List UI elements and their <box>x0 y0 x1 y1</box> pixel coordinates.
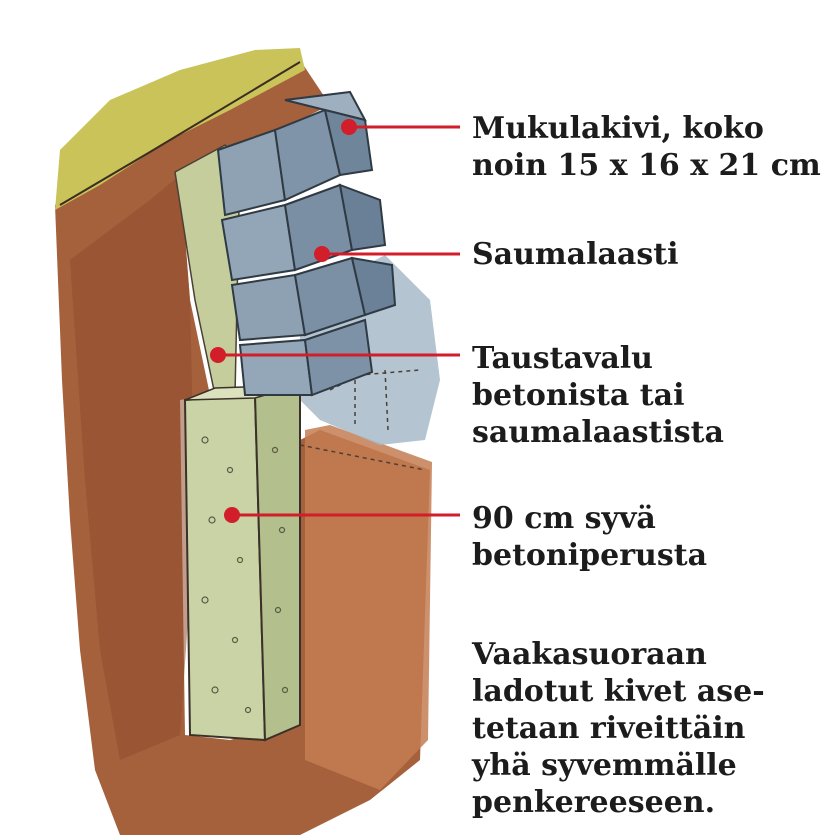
label-foundation-line-2: betoniperusta <box>472 538 708 573</box>
label-cobblestone-line-2: noin 15 x 16 x 21 cm <box>472 148 821 183</box>
caption-text: Vaakasuoraan ladotut kivet ase- tetaan r… <box>472 636 765 821</box>
label-cobblestone-line-1: Mukulakivi, koko <box>472 111 764 146</box>
soil-right <box>305 425 432 790</box>
pointer-perusta <box>224 507 460 523</box>
wall-illustration <box>55 48 460 835</box>
pointer-taustavalu <box>210 347 460 363</box>
label-joint-mortar-line-1: Saumalaasti <box>472 237 679 272</box>
label-foundation-line-1: 90 cm syvä <box>472 501 656 536</box>
caption-line-3: tetaan riveittäin <box>472 711 746 746</box>
label-cobblestone: Mukulakivi, koko noin 15 x 16 x 21 cm <box>472 110 821 184</box>
caption-line-4: yhä syvemmälle <box>472 748 737 783</box>
label-backfill-line-3: saumalaastista <box>472 415 724 450</box>
pointer-saumalaasti <box>314 246 460 262</box>
label-backfill-line-2: betonista tai <box>472 378 685 413</box>
caption-line-2: ladotut kivet ase- <box>472 674 765 709</box>
label-joint-mortar: Saumalaasti <box>472 236 679 273</box>
label-backfill: Taustavalu betonista tai saumalaastista <box>472 340 724 451</box>
caption-line-5: penkereeseen. <box>472 785 716 820</box>
concrete-aggregate <box>201 436 289 714</box>
concrete-foundation-front <box>183 393 267 742</box>
grass-top <box>55 48 305 210</box>
retaining-wall-diagram: Mukulakivi, koko noin 15 x 16 x 21 cm Sa… <box>55 48 821 835</box>
label-backfill-line-1: Taustavalu <box>472 341 653 376</box>
grass-edge <box>59 61 301 206</box>
caption-line-1: Vaakasuoraan <box>472 637 707 672</box>
label-foundation: 90 cm syvä betoniperusta <box>472 500 707 574</box>
soil-shade <box>70 175 195 760</box>
pointer-mukulakivi <box>341 119 460 135</box>
cobblestone-wall <box>216 90 397 397</box>
